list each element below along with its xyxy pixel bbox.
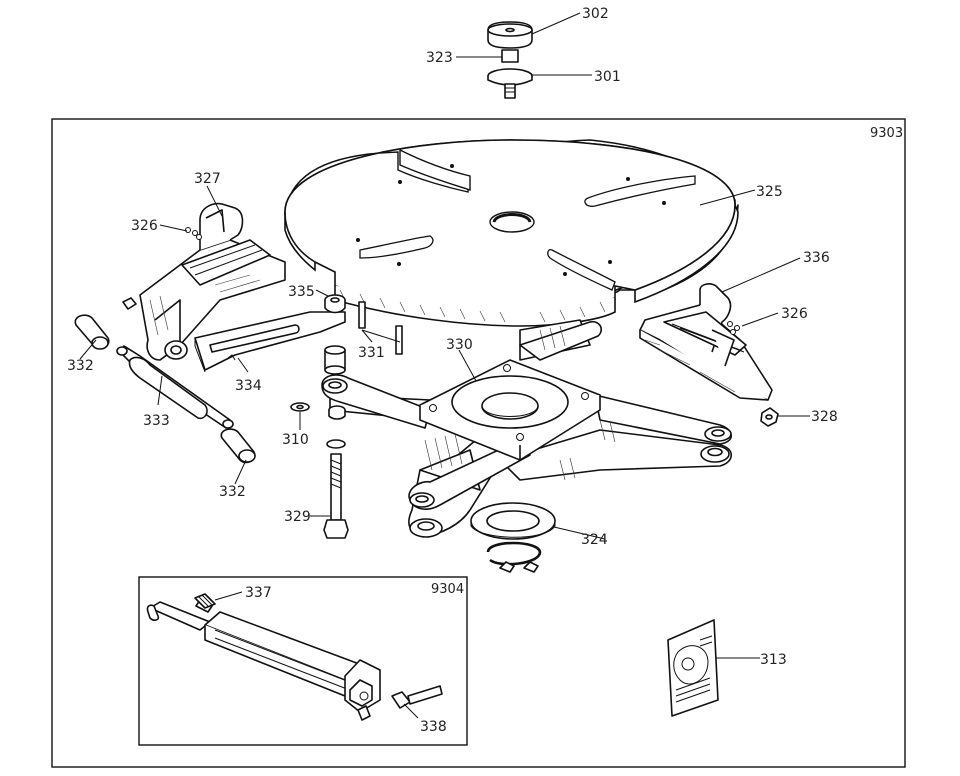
main-frame-id: 9303 [870,126,903,141]
label-326-left: 326 [131,218,158,234]
part-labels: 302 323 301 327 326 325 336 326 335 330 … [67,6,838,735]
slide-plate-334 [194,311,346,373]
small-nut-left [122,297,137,310]
clamp-jaw-336 [639,283,773,401]
inset-frame [138,576,468,746]
label-310: 310 [282,432,309,448]
ring-washer-324 [470,502,556,573]
turntable-disc-outline [284,139,739,327]
screws-326-right [727,321,740,335]
knob-assembly [487,21,533,99]
document-313 [667,619,719,717]
screws-326-left [185,227,202,240]
label-331: 331 [358,345,385,361]
label-334: 334 [235,378,262,394]
label-323: 323 [426,50,453,66]
label-337: 337 [245,585,272,601]
label-324: 324 [581,532,608,548]
label-332-lower: 332 [219,484,246,500]
label-325: 325 [756,184,783,200]
label-330: 330 [446,337,473,353]
label-329: 329 [284,509,311,525]
nut-335 [324,294,346,314]
label-338: 338 [420,719,447,735]
label-301: 301 [594,69,621,85]
bushing-top [324,345,346,375]
label-332-upper: 332 [67,358,94,374]
label-335: 335 [288,284,315,300]
label-333: 333 [143,413,170,429]
washer-stack [326,405,346,449]
label-302: 302 [582,6,609,22]
label-327: 327 [194,171,221,187]
label-326-right: 326 [781,306,808,322]
bushing-332-lower [220,428,256,464]
label-328: 328 [811,409,838,425]
base-spider-330 [321,319,733,538]
clamp-jaw-327 [139,202,286,361]
inset-frame-id: 9304 [431,582,464,597]
washer-310 [290,402,310,412]
main-frame [51,118,906,768]
label-313: 313 [760,652,787,668]
pins-331 [358,301,403,355]
leader-lines [79,12,810,719]
label-336: 336 [803,250,830,266]
nut-328 [760,407,779,427]
fitting-338 [391,685,443,709]
pneumatic-cylinder [146,599,381,721]
bolt-329 [323,453,349,539]
shaft-333 [116,345,234,429]
fitting-337 [194,593,216,609]
